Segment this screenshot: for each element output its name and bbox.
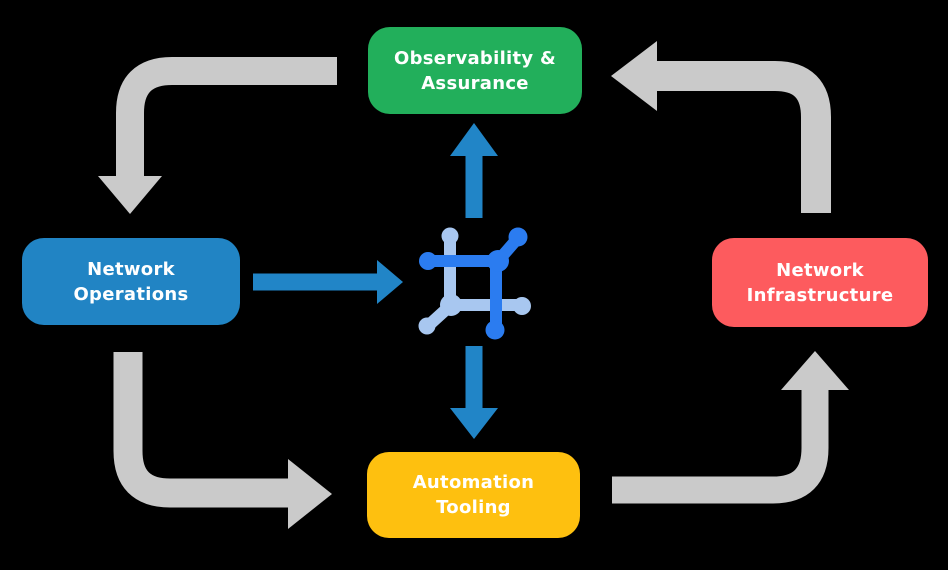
hub-arrows [253, 123, 498, 439]
cycle-arrows [98, 41, 849, 529]
network-node-icon [418, 227, 531, 340]
arrow-automation-to-infrastructure [612, 351, 849, 504]
arrow-observability-to-operations [98, 57, 337, 214]
node-automation-tooling: Automation Tooling [367, 452, 580, 538]
node-observability-assurance-label: Observability & Assurance [393, 47, 557, 94]
network-node-icon-dark-part [419, 227, 528, 340]
node-network-operations-label: Network Operations [73, 258, 189, 305]
arrow-hub-to-automation [450, 346, 498, 439]
node-network-operations: Network Operations [22, 238, 240, 325]
arrow-operations-to-automation [113, 352, 332, 529]
node-network-infrastructure-label: Network Infrastructure [746, 259, 894, 306]
arrow-infrastructure-to-observability [611, 41, 831, 213]
network-node-icon-light-part [418, 227, 531, 335]
node-network-infrastructure: Network Infrastructure [712, 238, 928, 327]
node-observability-assurance: Observability & Assurance [368, 27, 582, 114]
arrow-operations-to-hub [253, 260, 403, 304]
node-automation-tooling-label: Automation Tooling [412, 472, 535, 518]
arrow-hub-to-observability [450, 123, 498, 218]
